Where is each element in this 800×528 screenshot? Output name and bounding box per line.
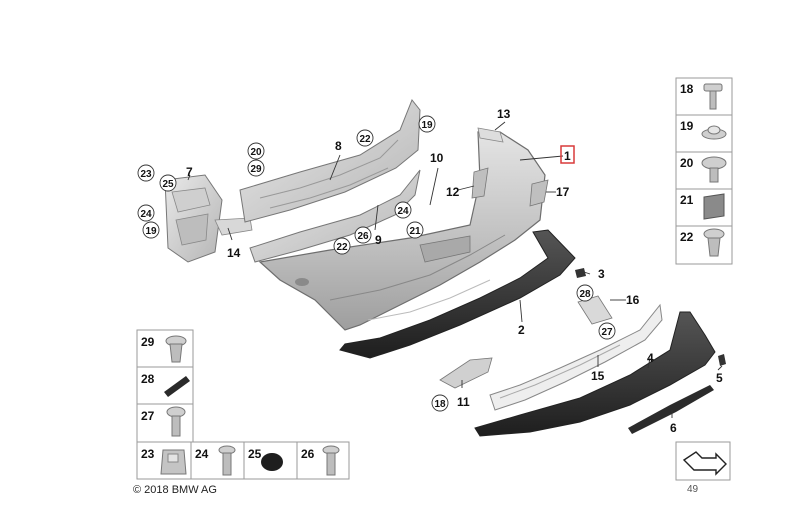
callout-2: 2 bbox=[518, 323, 525, 337]
circle-callout-19b: 19 bbox=[145, 226, 157, 237]
circle-callout-24b: 24 bbox=[397, 206, 409, 217]
legend-bottom-row: 23 24 25 26 bbox=[136, 441, 350, 480]
bumper-carrier-part-9 bbox=[249, 169, 421, 263]
circle-callout-29: 29 bbox=[250, 164, 262, 175]
circle-callout-22: 22 bbox=[359, 134, 371, 145]
clip-part-5 bbox=[718, 354, 726, 366]
legend-27: 27 bbox=[141, 409, 155, 423]
legend-19: 19 bbox=[680, 119, 694, 133]
legend-bottom-column: 29 28 27 bbox=[136, 329, 194, 443]
callout-5: 5 bbox=[716, 371, 723, 385]
circle-callout-24: 24 bbox=[140, 209, 152, 220]
callout-4: 4 bbox=[647, 351, 654, 365]
expanding-clip-icon bbox=[165, 335, 187, 363]
reflector-part-12 bbox=[471, 167, 489, 199]
callout-8: 8 bbox=[335, 139, 342, 153]
nut-icon bbox=[701, 125, 727, 140]
legend-28: 28 bbox=[141, 372, 155, 386]
bumper-carrier-part-8 bbox=[239, 99, 421, 223]
callout-17: 17 bbox=[556, 185, 570, 199]
trim-part-13 bbox=[477, 127, 504, 143]
circle-callout-27: 27 bbox=[601, 327, 613, 338]
clip-part-3 bbox=[575, 268, 586, 278]
bolt-icon bbox=[218, 445, 236, 476]
callout-12: 12 bbox=[446, 185, 460, 199]
lower-diffuser-part-4 bbox=[474, 311, 716, 437]
circle-callout-18: 18 bbox=[434, 399, 446, 410]
legend-right: 18 19 20 21 22 bbox=[675, 77, 733, 265]
callout-11: 11 bbox=[457, 395, 470, 409]
view-direction-icon bbox=[675, 441, 731, 481]
leader-lines bbox=[187, 121, 723, 418]
legend-18: 18 bbox=[680, 82, 694, 96]
circle-callout-23: 23 bbox=[140, 169, 152, 180]
callout-1: 1 bbox=[564, 149, 571, 163]
circle-callout-28: 28 bbox=[579, 289, 591, 300]
screw-icon bbox=[322, 445, 340, 476]
callout-13: 13 bbox=[497, 107, 511, 121]
circle-callout-labels: 20 29 22 19 23 25 24 19 24 26 22 21 28 2… bbox=[140, 120, 613, 410]
callout-14: 14 bbox=[227, 246, 241, 260]
chrome-trim-part-15 bbox=[489, 303, 663, 411]
push-pin-icon bbox=[166, 406, 186, 437]
copyright-text: © 2018 BMW AG bbox=[133, 484, 217, 496]
circle-callout-20: 20 bbox=[250, 147, 262, 158]
bumper-cover-part-1 bbox=[258, 131, 546, 331]
legend-21: 21 bbox=[680, 193, 694, 207]
legend-23: 23 bbox=[141, 447, 155, 461]
circle-callout-19: 19 bbox=[421, 120, 433, 131]
callout-16: 16 bbox=[626, 293, 640, 307]
foam-strip-icon bbox=[164, 376, 190, 397]
callout-6: 6 bbox=[670, 421, 677, 435]
highlight-part-1-box bbox=[560, 145, 575, 164]
legend-25: 25 bbox=[248, 447, 262, 461]
circle-callout-21: 21 bbox=[409, 226, 421, 237]
clip-bracket-icon bbox=[160, 449, 187, 475]
clip-nut-icon bbox=[701, 156, 727, 183]
callout-9: 9 bbox=[375, 233, 382, 247]
circle-callouts bbox=[137, 115, 616, 412]
legend-20: 20 bbox=[680, 156, 694, 170]
diagram-number: 49 bbox=[687, 484, 699, 495]
legend-29: 29 bbox=[141, 335, 155, 349]
screw-icon bbox=[703, 83, 723, 110]
legend-24: 24 bbox=[195, 447, 209, 461]
left-bracket-part-14 bbox=[214, 217, 253, 236]
callout-10: 10 bbox=[430, 151, 444, 165]
legend-22: 22 bbox=[680, 230, 694, 244]
legend-26: 26 bbox=[301, 447, 315, 461]
circle-callout-22b: 22 bbox=[336, 242, 348, 253]
pad-icon bbox=[703, 193, 725, 220]
rivet-icon bbox=[703, 228, 725, 257]
diffuser-part-2 bbox=[339, 229, 576, 359]
reflector-part-17 bbox=[529, 179, 549, 207]
left-bracket-part-7 bbox=[164, 174, 223, 263]
strip-part-6 bbox=[628, 385, 714, 434]
callout-7: 7 bbox=[186, 165, 193, 179]
callout-15: 15 bbox=[591, 369, 605, 383]
callout-labels: 1 2 3 4 5 6 7 8 9 10 11 12 13 14 15 16 1… bbox=[186, 107, 723, 435]
trim-part-11 bbox=[439, 357, 493, 389]
circle-callout-25: 25 bbox=[162, 179, 174, 190]
callout-3: 3 bbox=[598, 267, 605, 281]
circle-callout-26: 26 bbox=[357, 231, 369, 242]
rubber-buffer-icon bbox=[261, 453, 283, 471]
